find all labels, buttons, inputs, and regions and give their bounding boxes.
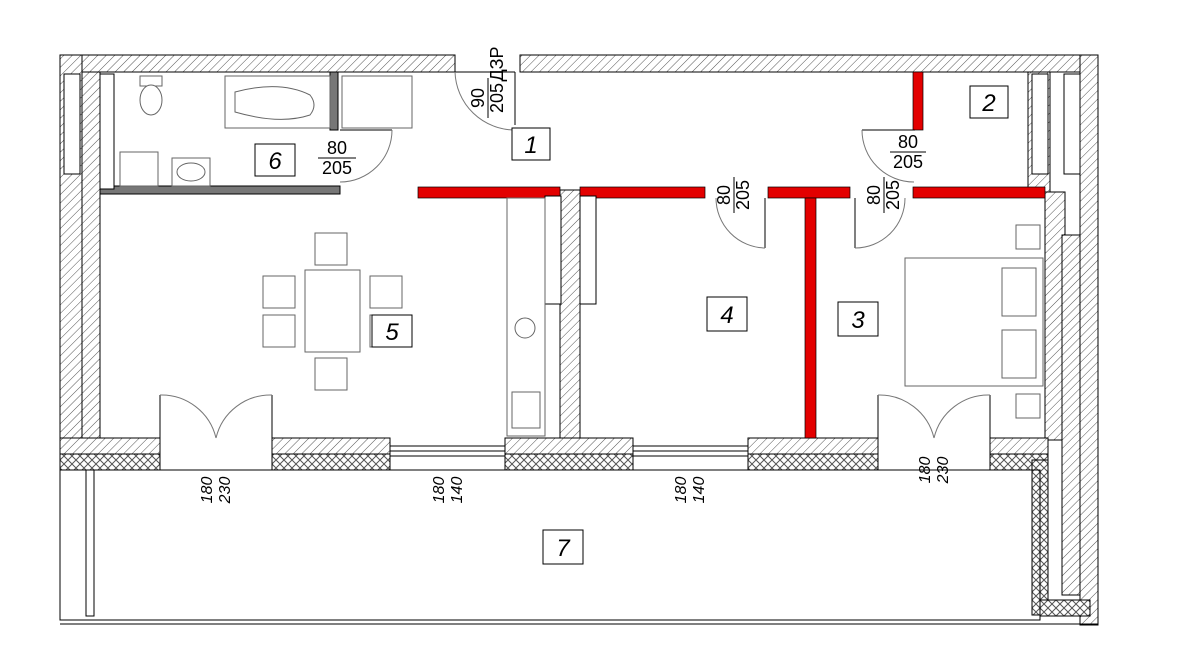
balcony-door-5-dim: 180 230 — [199, 477, 234, 505]
doors — [159, 71, 991, 439]
svg-text:4: 4 — [720, 302, 733, 329]
svg-text:180: 180 — [199, 477, 216, 504]
room-label-6: 6 — [254, 143, 296, 177]
svg-text:140: 140 — [691, 477, 708, 504]
toilet — [139, 75, 163, 116]
svg-text:230: 230 — [217, 477, 234, 505]
svg-text:5: 5 — [385, 319, 399, 346]
top-wall-right — [519, 54, 1086, 73]
room-label-4: 4 — [706, 296, 748, 332]
room-label-7: 7 — [542, 529, 584, 565]
svg-text:80: 80 — [898, 132, 918, 152]
svg-text:140: 140 — [449, 477, 466, 504]
window-4-dim: 180 140 — [673, 477, 708, 504]
svg-text:ДЗР: ДЗР — [487, 46, 507, 81]
kitchen-counter — [506, 197, 546, 437]
room-labels: 1 2 3 4 5 6 7 — [254, 85, 1009, 565]
vent-ducts — [63, 73, 1081, 305]
svg-text:205: 205 — [893, 152, 923, 172]
double-bed — [904, 257, 1044, 387]
insulation-bands — [59, 453, 1091, 617]
room4-door-dim: 80 205 — [714, 177, 753, 213]
svg-text:80: 80 — [714, 185, 734, 205]
door-dimensions: 90 205 ДЗР 80 205 80 205 80 205 80 205 — [318, 46, 926, 213]
new-partitions — [417, 71, 1046, 439]
south-wall-1 — [59, 437, 161, 455]
furniture — [119, 75, 1044, 437]
south-wall-5 — [989, 437, 1049, 455]
left-inner-wall — [81, 71, 101, 441]
room3-door-dim: 80 205 — [864, 177, 903, 213]
room2-door-dim: 80 205 — [890, 132, 926, 172]
south-wall-3 — [504, 437, 634, 455]
room-label-3: 3 — [837, 301, 879, 337]
svg-text:180: 180 — [917, 457, 934, 484]
opening-dimensions: 180 230 180 140 180 140 180 230 — [199, 457, 952, 505]
room-label-1: 1 — [511, 127, 551, 161]
svg-text:7: 7 — [556, 535, 571, 562]
nightstand-bottom — [1015, 393, 1041, 419]
svg-text:90: 90 — [468, 88, 488, 108]
svg-text:205: 205 — [322, 158, 352, 178]
dining-set — [262, 232, 403, 391]
svg-text:205: 205 — [487, 83, 507, 113]
balcony-door-3-dim: 180 230 — [917, 457, 952, 485]
svg-text:80: 80 — [864, 185, 884, 205]
svg-text:2: 2 — [981, 90, 995, 117]
corridor-kitchen-partition — [559, 189, 581, 441]
bathtub — [224, 75, 331, 129]
balcony — [59, 469, 1098, 625]
svg-text:205: 205 — [883, 180, 903, 210]
svg-text:230: 230 — [935, 457, 952, 485]
top-wall-left — [59, 54, 456, 73]
room-label-2: 2 — [969, 85, 1009, 119]
svg-text:1: 1 — [524, 132, 537, 159]
entrance-door-dim: 90 205 ДЗР — [468, 46, 507, 118]
structural-walls — [59, 54, 1099, 626]
south-wall-4 — [747, 437, 879, 455]
bath-side-partition — [329, 71, 339, 131]
right-outer-wall — [1079, 54, 1099, 626]
windows — [389, 445, 749, 457]
south-wall-2 — [271, 437, 391, 455]
room-label-5: 5 — [371, 314, 413, 348]
svg-text:205: 205 — [733, 180, 753, 210]
bathroom-door-dim: 80 205 — [318, 138, 356, 178]
washbasin — [171, 157, 211, 187]
svg-text:6: 6 — [268, 148, 282, 175]
nightstand-top — [1015, 224, 1041, 250]
bathroom-partition — [99, 185, 341, 195]
svg-text:180: 180 — [431, 477, 448, 504]
window-5-dim: 180 140 — [431, 477, 466, 504]
svg-text:3: 3 — [851, 307, 865, 334]
svg-text:80: 80 — [327, 138, 347, 158]
washing-machine — [119, 151, 159, 187]
svg-text:180: 180 — [673, 477, 690, 504]
right-wall-lower — [1061, 234, 1081, 596]
shower-cabinet — [341, 75, 413, 129]
